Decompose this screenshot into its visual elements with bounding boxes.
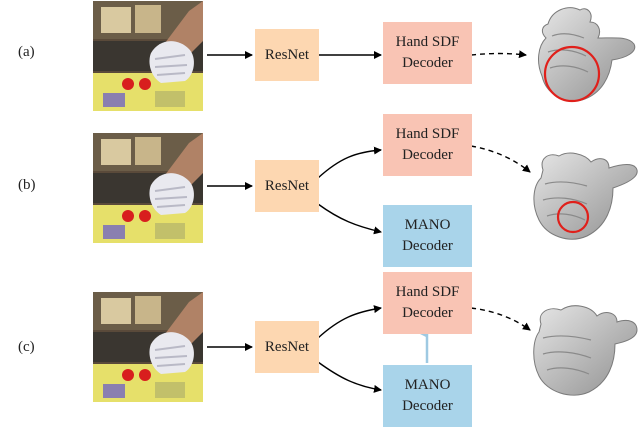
sdf-label-line2-a: Decoder [402,55,453,71]
hand-mesh-a [538,7,636,103]
sdf-label-line1-b: Hand SDF [395,126,460,142]
row-b-label: (b) [18,177,36,193]
input-image-b [93,133,203,243]
hand-sdf-decoder-box-c: Hand SDF Decoder [383,272,472,334]
mano-decoder-box-c: MANO Decoder [383,365,472,427]
resnet-label-a: ResNet [264,46,310,63]
hand-mesh-c [533,305,638,396]
row-a-label: (a) [18,44,35,60]
hand-sdf-decoder-box-a: Hand SDF Decoder [383,22,472,84]
mano-decoder-box-b: MANO Decoder [383,205,472,267]
resnet-label-c: ResNet [264,338,310,355]
resnet-box-b: ResNet [255,160,319,212]
highlight-circle-b [556,200,590,234]
input-image-a [93,1,203,111]
arrow-resnet-to-sdf-b [317,146,382,179]
row-c-label: (c) [18,339,35,355]
arrow-sdf-to-mesh-b [470,145,531,173]
sdf-label-line1-a: Hand SDF [395,34,460,50]
highlight-circle-a [543,45,601,103]
sdf-label-line2-c: Decoder [402,305,453,321]
resnet-box-c: ResNet [255,321,319,373]
mano-label-line1-c: MANO [404,377,451,393]
arrow-resnet-to-mano-b [317,203,382,235]
mano-label-line2-b: Decoder [402,238,453,254]
arrow-resnet-to-sdf-c [317,305,382,339]
arrow-resnet-to-mano-c [317,361,382,393]
arrow-sdf-to-mesh-a [470,50,527,59]
input-image-c [93,292,203,402]
hand-sdf-decoder-box-b: Hand SDF Decoder [383,114,472,176]
resnet-box-a: ResNet [255,29,319,81]
sdf-label-line1-c: Hand SDF [395,284,460,300]
hand-mesh-b [533,152,638,240]
mano-label-line2-c: Decoder [402,398,453,414]
sdf-label-line2-b: Decoder [402,147,453,163]
arrow-sdf-to-mesh-c [470,307,531,331]
mano-label-line1-b: MANO [404,217,451,233]
resnet-label-b: ResNet [264,177,310,194]
